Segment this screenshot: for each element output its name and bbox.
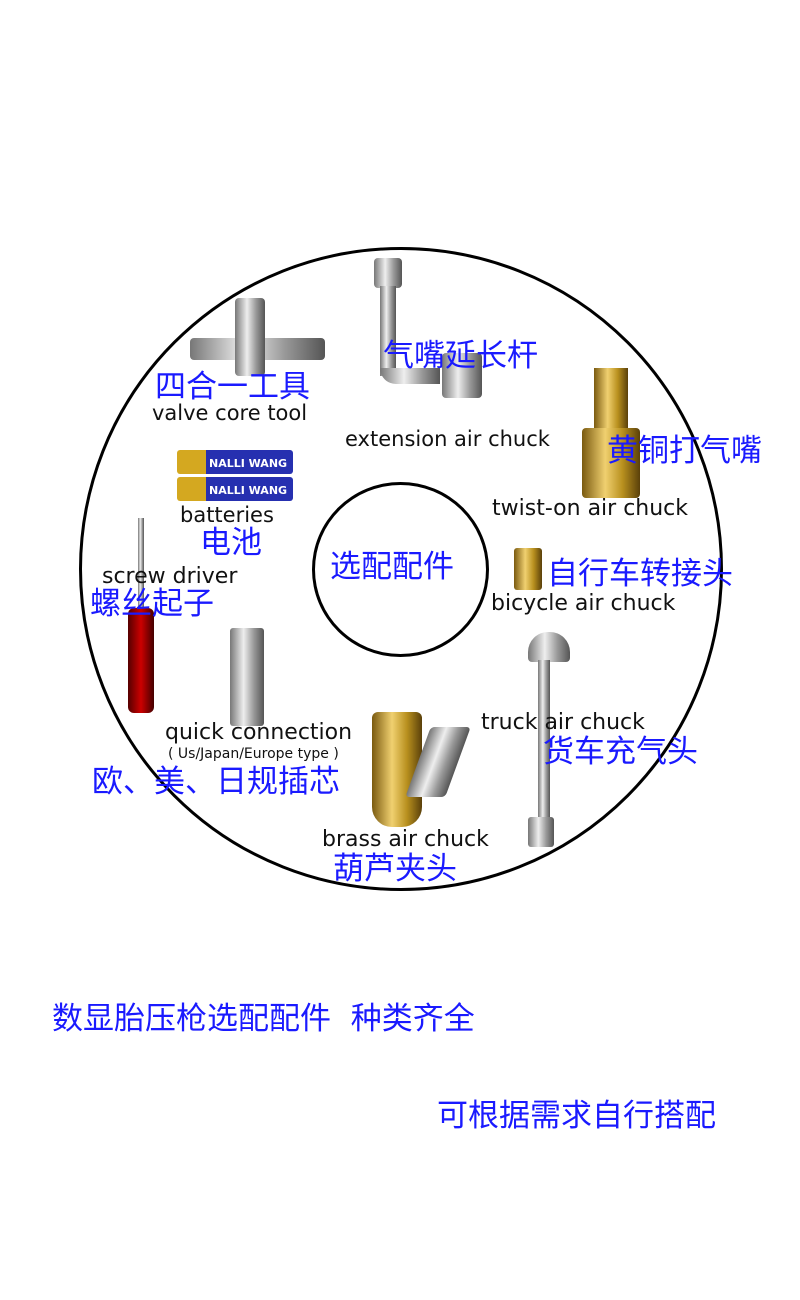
brass-clip-chuck-label-cn: 葫芦夹头	[333, 851, 457, 887]
quick-connector-label-cn: 欧、美、日规插芯	[92, 764, 340, 800]
battery-brand: NALLI WANG	[209, 457, 288, 470]
screwdriver-icon	[126, 518, 156, 713]
extension-chuck-label-cn: 气嘴延长杆	[383, 338, 538, 374]
screwdriver-label-cn: 螺丝起子	[90, 586, 214, 622]
brass-clip-chuck-icon	[372, 712, 471, 830]
truck-chuck-label-en: truck air chuck	[481, 710, 645, 735]
valve-core-tool-icon	[190, 298, 325, 378]
screwdriver-label-en: screw driver	[102, 564, 238, 589]
extension-chuck-label-en: extension air chuck	[345, 427, 550, 451]
outer-circle	[79, 247, 723, 891]
battery-brand: NALLI WANG	[209, 484, 288, 497]
twist-on-chuck-icon	[582, 368, 640, 498]
brass-clip-chuck-label-en: brass air chuck	[322, 827, 489, 852]
twist-on-chuck-label-en: twist-on air chuck	[492, 496, 689, 521]
quick-connector-sublabel: ( Us/Japan/Europe type )	[168, 746, 339, 762]
twist-on-chuck-label-cn: 黄铜打气嘴	[607, 433, 762, 469]
batteries-label-cn: 电池	[200, 525, 262, 561]
footer-line-2: 可根据需求自行搭配	[437, 1098, 716, 1134]
valve-core-tool-label-cn: 四合一工具	[155, 369, 310, 405]
bicycle-adapter-label-en: bicycle air chuck	[491, 591, 676, 616]
batteries-label-en: batteries	[180, 503, 274, 527]
extension-chuck-icon	[372, 258, 482, 418]
truck-chuck-icon	[518, 632, 573, 847]
batteries-icon: NALLI WANG NALLI WANG	[177, 450, 293, 504]
quick-connector-icon	[230, 628, 264, 726]
center-label: 选配配件	[330, 549, 454, 585]
inner-circle	[312, 482, 489, 657]
quick-connector-label-en: quick connection	[165, 720, 353, 745]
footer-line-1: 数显胎压枪选配配件 种类齐全	[52, 1001, 475, 1037]
bicycle-adapter-label-cn: 自行车转接头	[547, 556, 733, 592]
valve-core-tool-label-en: valve core tool	[152, 401, 308, 425]
bicycle-adapter-icon	[514, 548, 542, 590]
truck-chuck-label-cn: 货车充气头	[543, 734, 698, 770]
